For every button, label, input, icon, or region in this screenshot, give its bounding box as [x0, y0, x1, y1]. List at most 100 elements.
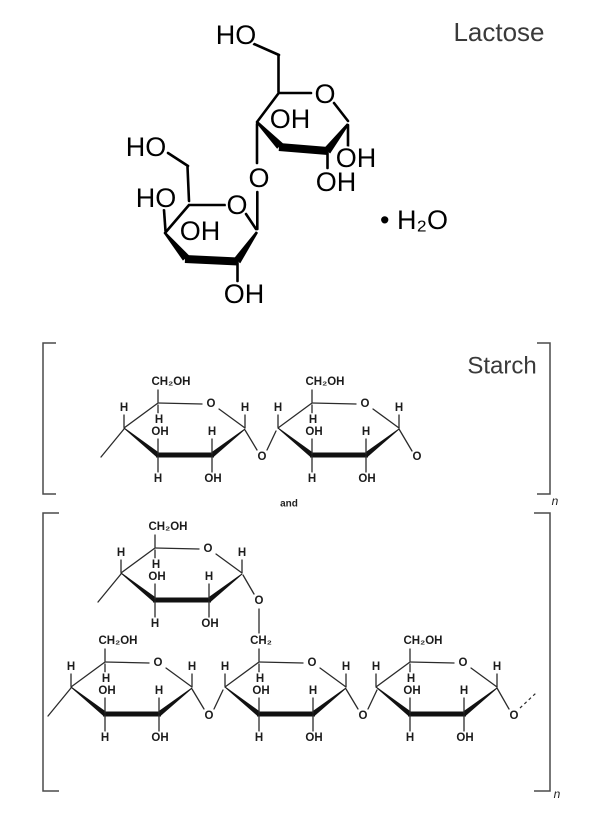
atom-label: O [361, 398, 370, 410]
bond [213, 689, 224, 710]
bond [470, 667, 498, 688]
bold-bond [123, 427, 160, 457]
bond [154, 547, 200, 550]
atom-label: O [204, 543, 213, 555]
atom-label: O [248, 163, 269, 193]
atom-label: O [205, 710, 214, 722]
bond [191, 688, 205, 710]
bold-bond [375, 686, 412, 716]
atom-label: H [205, 571, 213, 583]
repeat-subscript: n [552, 494, 559, 508]
bond [157, 402, 203, 405]
atom-label: H [406, 732, 414, 744]
atom-label: H [255, 732, 263, 744]
atom-label: OH [456, 732, 473, 744]
bond [375, 661, 411, 688]
atom-label: H [120, 402, 128, 414]
bond [244, 429, 258, 451]
bold-bond [257, 711, 315, 717]
bond [218, 408, 246, 429]
bond [123, 402, 159, 429]
and-label: and [280, 499, 298, 510]
bold-bond [278, 143, 329, 155]
bond [104, 661, 150, 664]
atom-label: H [67, 661, 75, 673]
atom-label: CH₂OH [306, 376, 345, 388]
atom-label: O [154, 657, 163, 669]
atom-label: H [102, 673, 110, 685]
atom-label: H [372, 661, 380, 673]
atom-label: OH [180, 216, 221, 246]
bond [47, 687, 72, 717]
bold-bond [224, 686, 261, 716]
atom-label: H [460, 685, 468, 697]
atom-label: O [258, 451, 267, 463]
bond [311, 402, 357, 405]
atom-label: OH [224, 279, 265, 309]
atom-label: H [188, 661, 196, 673]
atom-label: H [101, 732, 109, 744]
repeat-subscript: n [554, 787, 561, 801]
bond [165, 667, 193, 688]
bold-bond [153, 597, 211, 603]
atom-label: OH [336, 143, 377, 173]
atom-label: O [510, 710, 519, 722]
atom-label: OH [98, 685, 115, 697]
bond [100, 428, 125, 458]
atom-label: OH [358, 473, 375, 485]
bold-bond [256, 121, 283, 149]
bold-bond [408, 711, 466, 717]
atom-label: H [238, 547, 246, 559]
atom-label: OH [305, 426, 322, 438]
atom-label: HO [136, 183, 177, 213]
bond [242, 574, 255, 595]
bold-bond [120, 572, 157, 602]
atom-label: H [395, 402, 403, 414]
bond [332, 101, 350, 123]
bold-bond [462, 687, 498, 716]
atom-label: CH₂OH [404, 635, 443, 647]
atom-label: H [151, 618, 159, 630]
atom-label: CH₂OH [152, 376, 191, 388]
bond [398, 428, 413, 452]
bond [70, 661, 106, 688]
bond [519, 692, 537, 709]
atom-label: H [155, 685, 163, 697]
bond [215, 553, 243, 574]
bond [496, 687, 510, 710]
atom-label: O [308, 657, 317, 669]
bold-bond [210, 428, 246, 457]
atom-label: OH [148, 571, 165, 583]
atom-label: H [221, 661, 229, 673]
atom-label: H [256, 673, 264, 685]
bond [97, 573, 122, 603]
bond [409, 661, 455, 664]
bond [277, 402, 313, 429]
bond [244, 212, 258, 231]
hydrate-label: • H₂O [380, 205, 448, 235]
atom-label: O [359, 710, 368, 722]
atom-label: H [342, 661, 350, 673]
bold-bond [207, 573, 243, 602]
bold-bond [157, 687, 193, 716]
atom-label: CH₂OH [149, 521, 188, 533]
atom-label: OH [201, 618, 218, 630]
atom-label: H [274, 402, 282, 414]
atom-label: H [155, 414, 163, 426]
bracket-right [537, 342, 551, 495]
bond [319, 667, 347, 688]
atom-label: H [362, 426, 370, 438]
atom-label: H [241, 402, 249, 414]
atom-label: HO [126, 132, 167, 162]
bond [367, 689, 378, 710]
bond [266, 430, 277, 451]
bond [258, 661, 304, 664]
atom-label: OH [316, 167, 357, 197]
atom-label: OH [270, 104, 311, 134]
bold-bond [233, 231, 259, 264]
lactose-title: Lactose [453, 17, 544, 47]
bold-bond [156, 452, 214, 458]
